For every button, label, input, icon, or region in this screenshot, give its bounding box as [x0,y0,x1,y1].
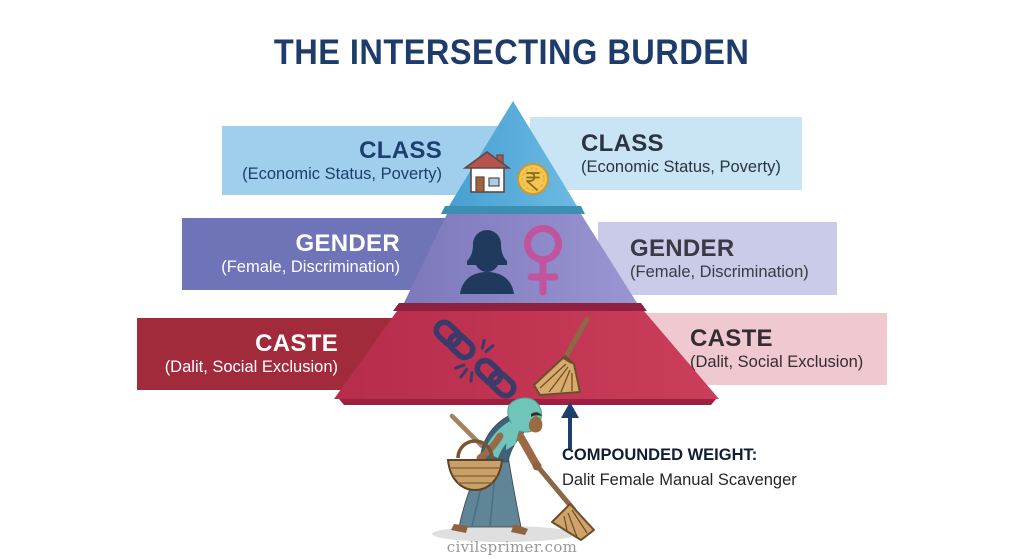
gender-right-band: GENDER (Female, Discrimination) [598,222,837,295]
class-right-band: CLASS (Economic Status, Poverty) [530,117,802,190]
face [528,416,543,433]
gender-right-label: GENDER [630,234,735,262]
class-left-sublabel: (Economic Status, Poverty) [242,164,442,183]
back-foot [451,524,468,533]
sweeping-broom [531,459,595,541]
up-arrow-icon [561,402,579,449]
broom-icon [533,316,590,396]
rupee-coin-icon [517,163,549,195]
gender-right-sublabel: (Female, Discrimination) [630,262,809,281]
class-left-label: CLASS [359,136,442,164]
woven-basket [446,439,504,492]
compounded-weight-annotation: COMPOUNDED WEIGHT: Dalit Female Manual S… [562,446,842,490]
caste-left-sublabel: (Dalit, Social Exclusion) [164,358,338,377]
caste-right-sublabel: (Dalit, Social Exclusion) [690,353,864,372]
dalit-woman-sweeping-figure [432,397,595,542]
pyramid-gender-layer [404,214,637,303]
website-credit: civilsprimer.com [446,538,578,556]
annotation-heading: COMPOUNDED WEIGHT: [562,446,758,464]
hand [532,461,542,471]
pyramid-gender-shadow-edge [393,303,647,311]
class-right-sublabel: (Economic Status, Poverty) [581,157,781,176]
pyramid-class-shadow-edge [441,206,585,214]
caste-right-label: CASTE [690,325,773,353]
caste-left-label: CASTE [255,330,338,358]
page-title-wrap: THE INTERSECTING BURDEN [0,33,1024,73]
ground-shadow [432,526,576,542]
hair [531,412,542,417]
venus-symbol-icon [524,225,562,296]
broken-chain-icon [433,319,517,399]
pyramid-caste-layer [334,311,719,399]
broom-arm [512,426,540,468]
page-title: THE INTERSECTING BURDEN [274,33,750,72]
gender-left-label: GENDER [295,230,400,258]
annotation-body: Dalit Female Manual Scavenger [562,471,797,489]
female-silhouette-icon [460,230,514,294]
gender-left-sublabel: (Female, Discrimination) [221,258,400,277]
front-foot [511,524,528,535]
class-icons [462,151,549,195]
class-right-label: CLASS [581,129,664,157]
house-icon [462,151,512,193]
